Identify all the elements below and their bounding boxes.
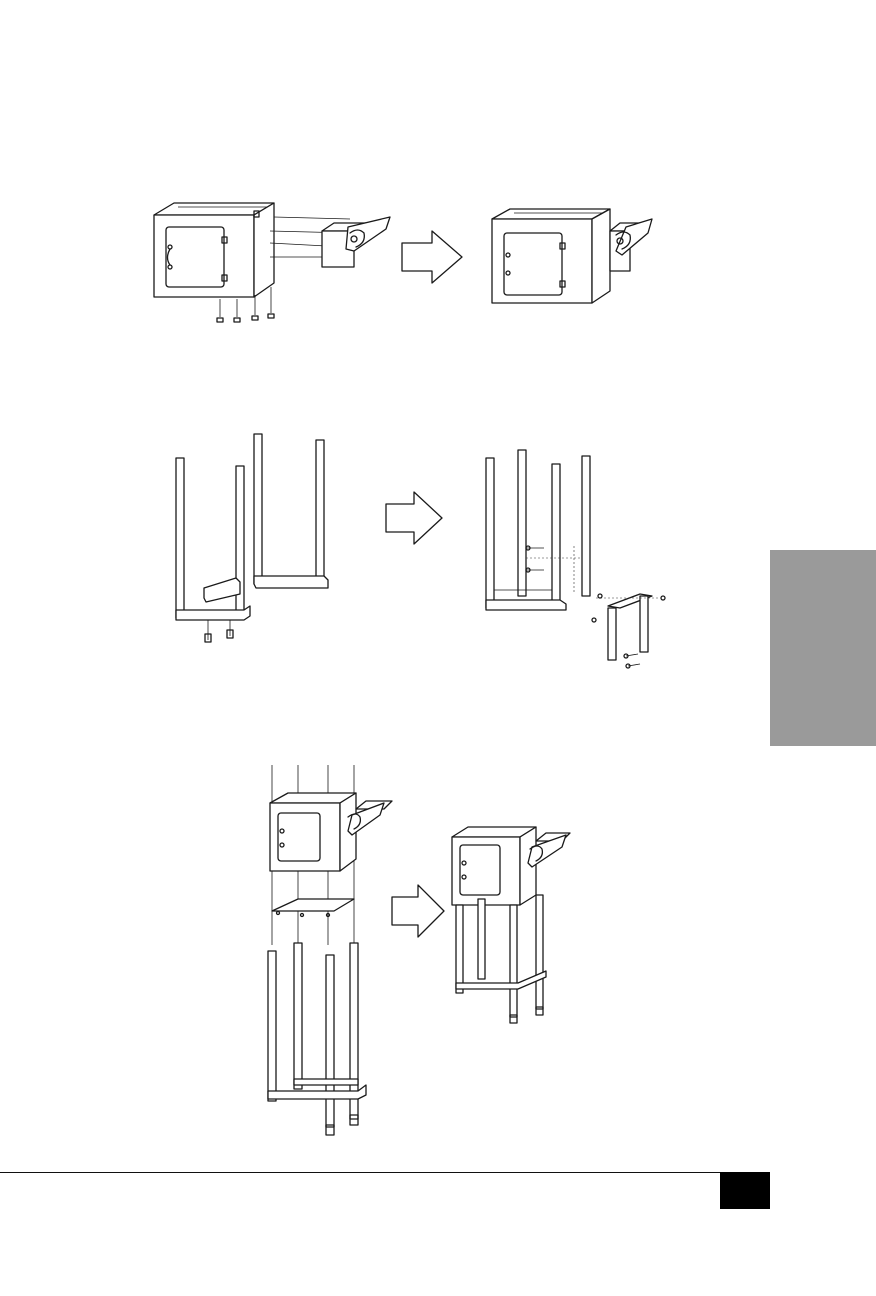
footer-rule	[0, 1172, 770, 1173]
leg-frame-assembled	[486, 450, 665, 668]
step3-figure	[256, 765, 586, 1145]
cabinet-assembled	[492, 209, 652, 303]
arrow-right-icon	[402, 231, 462, 283]
step1-figure	[140, 195, 660, 335]
step2-figure	[160, 428, 680, 678]
page-number	[720, 1172, 770, 1209]
cabinet-exploded	[154, 203, 390, 322]
arrow-right-icon	[386, 492, 442, 544]
arrow-right-icon	[392, 885, 444, 937]
stand-assembled	[452, 827, 570, 1023]
section-tab	[770, 550, 876, 746]
stand-exploded	[268, 765, 392, 1135]
leg-frame-exploded	[176, 434, 328, 642]
